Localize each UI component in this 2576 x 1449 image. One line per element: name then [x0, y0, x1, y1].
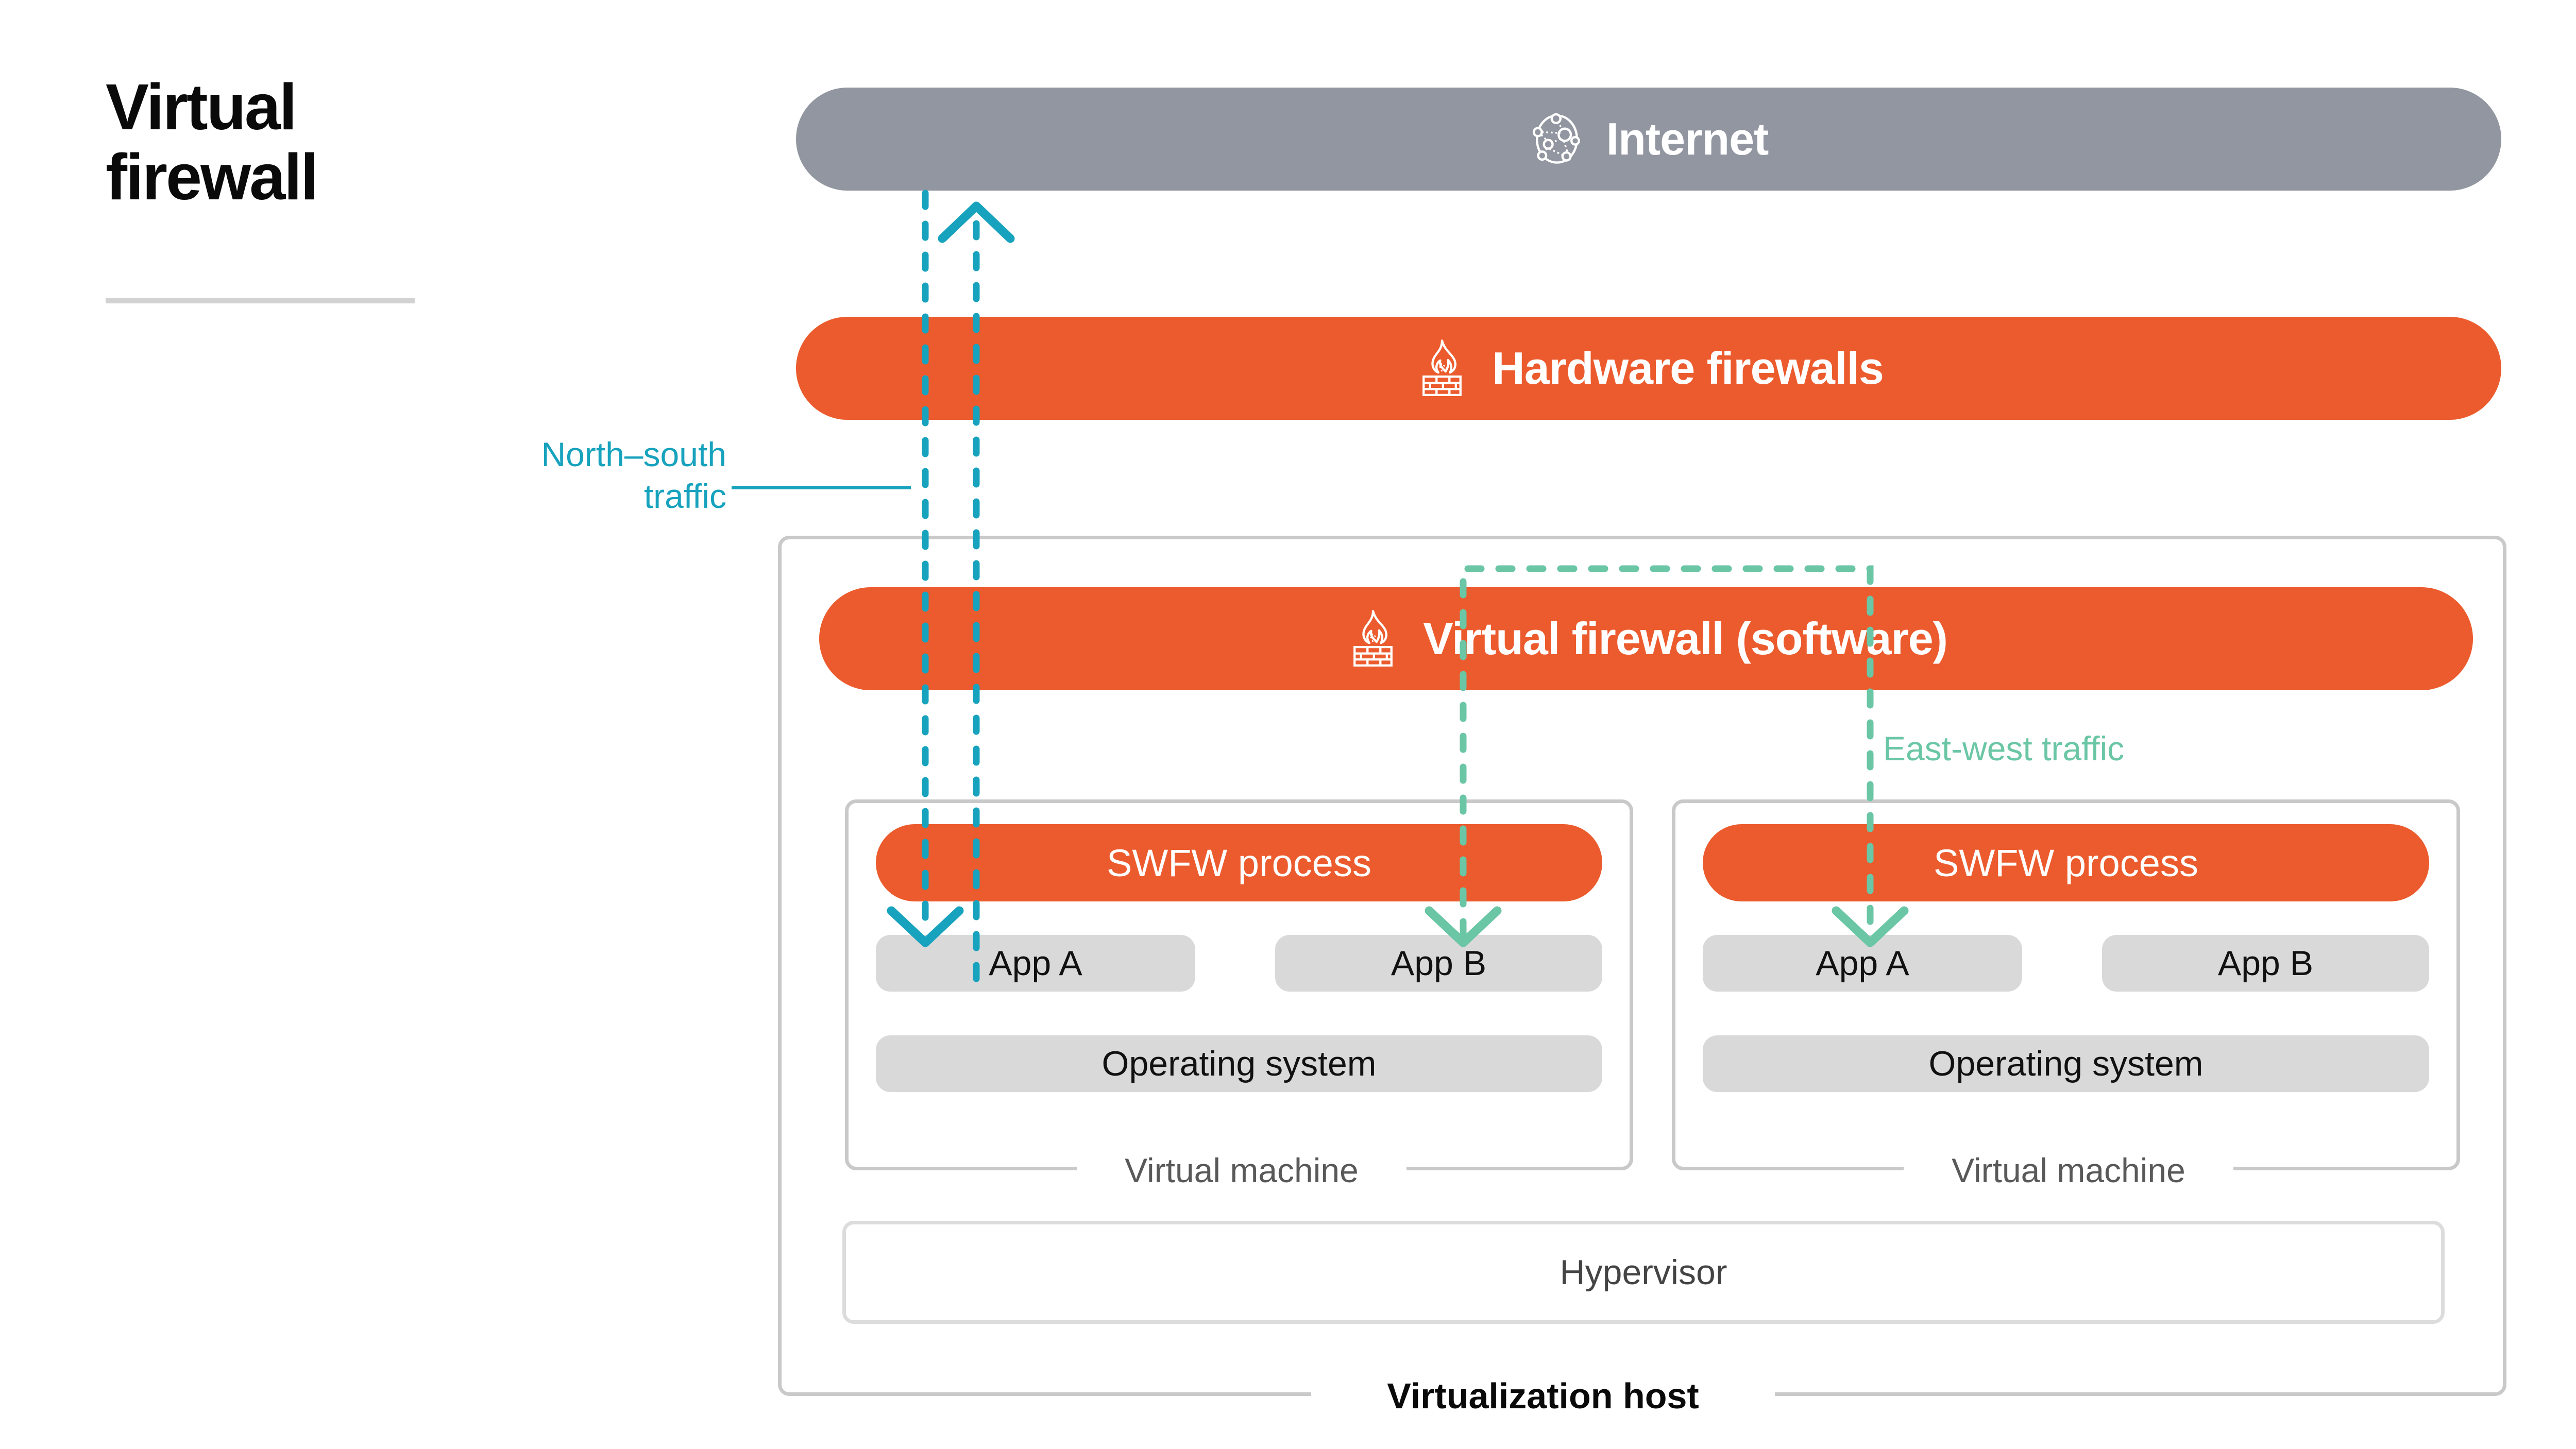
east-west-traffic-label: East-west traffic [1883, 729, 2125, 768]
app-box-right-a[interactable]: App A [1703, 935, 2022, 992]
host-label-mask [1311, 1376, 1775, 1416]
firewall-flame-brick-icon [1345, 608, 1401, 669]
operating-system-label: Operating system [1101, 1044, 1377, 1083]
north-south-leader-line [732, 486, 911, 489]
hardware-firewalls-bar-label: Hardware firewalls [1492, 343, 1884, 394]
app-box-left-a[interactable]: App A [876, 935, 1195, 992]
virtual-firewall-software-bar[interactable]: Virtual firewall (software) [819, 587, 2473, 690]
vm-left-label-mask [1077, 1154, 1406, 1186]
network-globe-icon [1529, 111, 1585, 167]
vm-left-label: Virtual machine [1125, 1151, 1359, 1189]
hypervisor-box[interactable]: Hypervisor [842, 1221, 2445, 1324]
swfw-process-label: SWFW process [1107, 841, 1371, 884]
app-label: App B [2217, 944, 2314, 983]
firewall-flame-brick-icon [1414, 338, 1470, 399]
app-label: App A [989, 944, 1082, 983]
operating-system-label: Operating system [1928, 1044, 2204, 1083]
swfw-process-bar-left[interactable]: SWFW process [876, 824, 1602, 901]
vm-right-label-mask [1904, 1154, 2233, 1186]
vm-right-label: Virtual machine [1952, 1151, 2185, 1189]
title-block: Virtual firewall [106, 72, 435, 212]
virtualization-host-label: Virtualization host [1387, 1376, 1699, 1416]
title-divider [106, 298, 415, 303]
app-label: App B [1391, 944, 1487, 983]
page-title: Virtual firewall [106, 71, 318, 214]
north-south-traffic-label: North–south traffic [541, 435, 726, 515]
internet-bar[interactable]: Internet [796, 88, 2501, 191]
internet-bar-label: Internet [1606, 113, 1769, 164]
swfw-process-bar-right[interactable]: SWFW process [1703, 824, 2429, 901]
app-box-left-b[interactable]: App B [1275, 935, 1602, 992]
swfw-process-label: SWFW process [1934, 841, 2198, 884]
operating-system-box-right[interactable]: Operating system [1703, 1035, 2429, 1092]
hypervisor-label: Hypervisor [1560, 1253, 1727, 1292]
operating-system-box-left[interactable]: Operating system [876, 1035, 1602, 1092]
app-box-right-b[interactable]: App B [2102, 935, 2429, 992]
virtual-firewall-bar-label: Virtual firewall (software) [1423, 613, 1948, 664]
app-label: App A [1816, 944, 1909, 983]
hardware-firewalls-bar[interactable]: Hardware firewalls [796, 317, 2501, 420]
